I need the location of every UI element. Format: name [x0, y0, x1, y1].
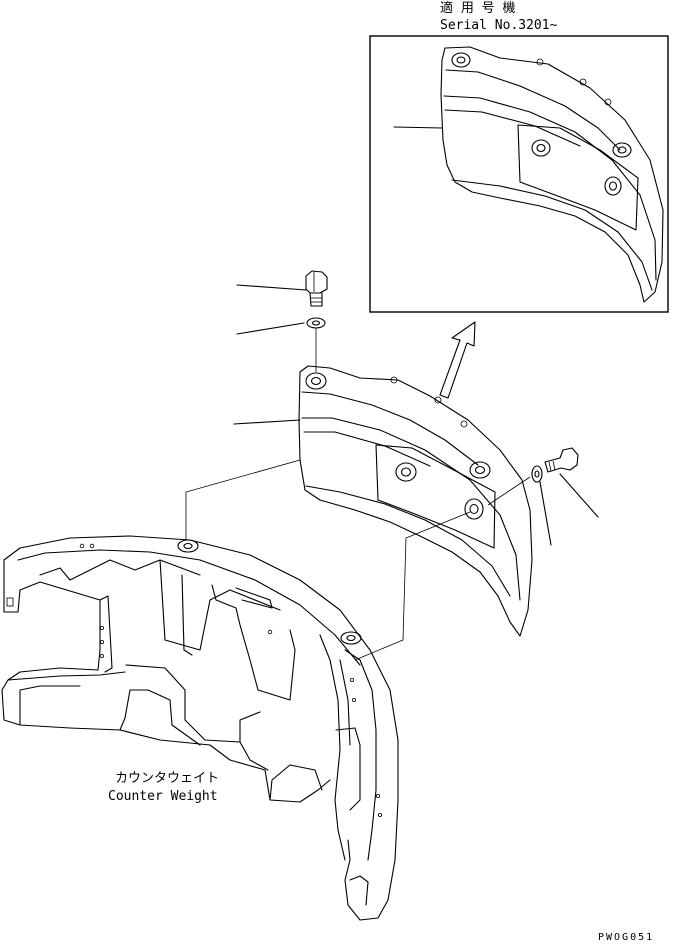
bolt-leader-top	[236, 284, 307, 291]
counterweight-label-jp: カウンタウェイト	[115, 771, 219, 786]
washer-leader-top	[236, 322, 305, 335]
assembly-lines	[185, 459, 471, 661]
bolt-top	[305, 270, 328, 307]
counterweight-label-en: Counter Weight	[108, 789, 218, 804]
washer-top	[306, 317, 326, 329]
inset-part-leader	[393, 126, 443, 129]
side-bolt-assembly	[487, 447, 599, 546]
inset-serial: Serial No.3201~	[440, 18, 558, 33]
main-cover-part	[233, 365, 533, 637]
counterweight-part	[1, 535, 399, 921]
washer-side	[531, 465, 543, 483]
inset-cover-part	[440, 46, 664, 303]
washer-leader-side	[539, 481, 552, 546]
inset-border	[369, 35, 669, 313]
inset-panel: 適 用 号 機 Serial No.3201~	[369, 0, 669, 313]
drawing-code: PWOG051	[598, 932, 654, 943]
reference-arrow	[439, 321, 476, 399]
bolt-side	[544, 447, 579, 473]
bolt-leader-side	[559, 473, 599, 518]
top-bolt-assembly	[236, 270, 328, 372]
inset-title: 適 用 号 機	[440, 0, 515, 16]
cover-leader	[233, 419, 301, 425]
